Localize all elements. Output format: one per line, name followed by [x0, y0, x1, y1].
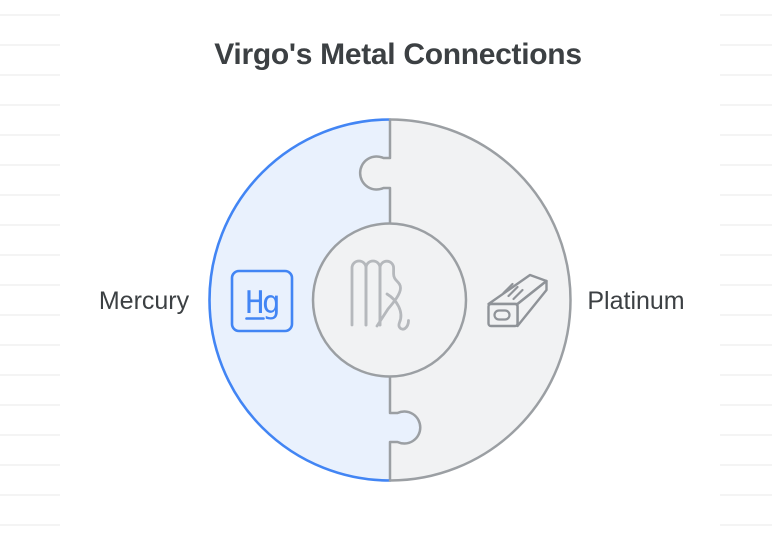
platinum-label: Platinum: [587, 287, 684, 315]
mercury-label: Mercury: [99, 287, 190, 315]
diagram-title: Virgo's Metal Connections: [214, 38, 581, 71]
element-box: [230, 269, 294, 333]
right-piece-rim: [388, 118, 572, 482]
mercury-element-icon: Hg: [230, 269, 294, 333]
center-medallion: [311, 222, 468, 378]
ruled-background-lines: [0, 14, 772, 526]
virgo-icon: [350, 259, 410, 331]
metal-bar-icon: [487, 273, 548, 328]
element-symbol: Hg: [245, 285, 278, 321]
left-piece-rim: [208, 118, 392, 482]
